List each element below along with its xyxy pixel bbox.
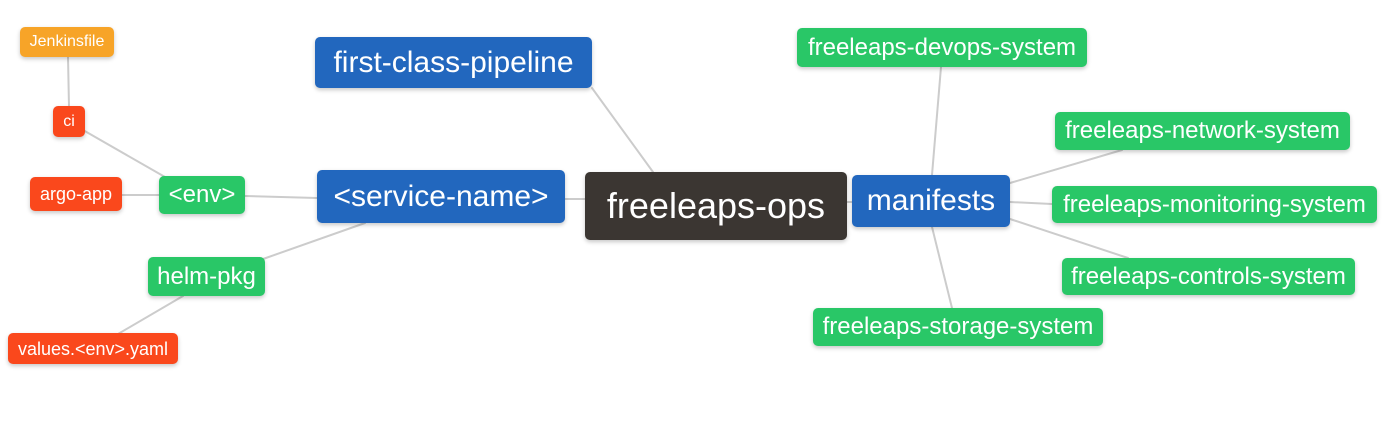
edge-manifests-network <box>1009 149 1123 184</box>
edge-values-yaml-helm-pkg <box>117 295 184 335</box>
node-service-name[interactable]: <service-name> <box>317 170 565 223</box>
edge-manifests-devops <box>931 66 942 176</box>
node-ci[interactable]: ci <box>53 106 85 137</box>
node-helm-pkg[interactable]: helm-pkg <box>148 257 265 296</box>
node-monitoring-system[interactable]: freeleaps-monitoring-system <box>1052 186 1377 223</box>
edge-ci-env <box>82 129 166 178</box>
edge-jenkinsfile-ci <box>67 56 70 108</box>
node-first-class-pipeline[interactable]: first-class-pipeline <box>315 37 592 88</box>
node-storage-system[interactable]: freeleaps-storage-system <box>813 308 1103 346</box>
node-network-system[interactable]: freeleaps-network-system <box>1055 112 1350 150</box>
edge-helm-pkg-service-name <box>262 222 366 260</box>
edge-manifests-controls <box>1009 218 1129 259</box>
node-devops-system[interactable]: freeleaps-devops-system <box>797 28 1087 67</box>
node-manifests[interactable]: manifests <box>852 175 1010 227</box>
node-root-freeleaps-ops[interactable]: freeleaps-ops <box>585 172 847 240</box>
node-argo-app[interactable]: argo-app <box>30 177 122 211</box>
edge-manifests-monitoring <box>1009 201 1053 205</box>
edge-env-service-name <box>244 195 318 199</box>
node-jenkinsfile[interactable]: Jenkinsfile <box>20 27 114 57</box>
node-controls-system[interactable]: freeleaps-controls-system <box>1062 258 1355 295</box>
node-values-yaml[interactable]: values.<env>.yaml <box>8 333 178 364</box>
node-env[interactable]: <env> <box>159 176 245 214</box>
edge-manifests-storage <box>931 226 953 309</box>
edge-pipeline-root <box>591 87 654 173</box>
